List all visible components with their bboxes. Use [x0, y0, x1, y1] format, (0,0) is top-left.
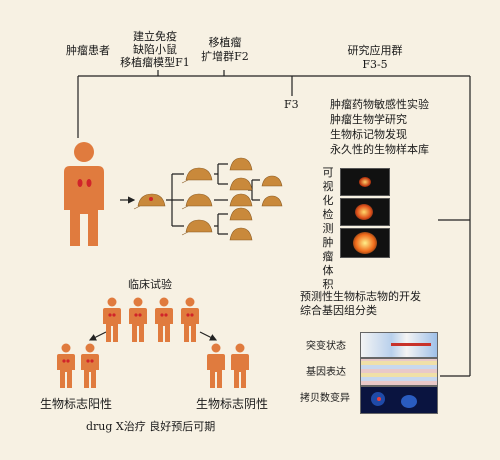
- cnv-image: [360, 386, 438, 414]
- mouse-icon: [229, 227, 253, 241]
- tumor-mark: [86, 179, 92, 187]
- expand-label-line2: 扩增群F2: [201, 50, 249, 63]
- mouse-icon: [181, 219, 213, 236]
- biomarker-title-line1: 预测性生物标志物的开发: [300, 290, 421, 303]
- patient-label: 肿瘤患者: [66, 44, 110, 57]
- application-item: 肿瘤药物敏感性实验: [330, 98, 429, 111]
- trial-person-icon: [103, 297, 121, 342]
- negative-person-icon: [207, 343, 225, 388]
- mouse-icon: [261, 175, 283, 187]
- mouse-icon: [229, 177, 253, 191]
- negative-person-icon: [231, 343, 249, 388]
- cnv-label: 拷贝数变异: [300, 393, 350, 404]
- mutation-heatmap: [360, 332, 438, 358]
- trial-person-icon: [129, 297, 147, 342]
- biomarker-title-line2: 综合基因组分类: [300, 304, 377, 317]
- mouse-icon: [261, 195, 283, 207]
- tumor-imaging-thumbnail: [340, 168, 390, 196]
- mouse-icon: [181, 167, 213, 184]
- mouse-icon: [133, 193, 166, 210]
- application-item: 永久性的生物样本库: [330, 143, 429, 156]
- application-item: 生物标记物发现: [330, 128, 407, 141]
- imaging-label: 可视化检测肿瘤体积: [322, 166, 334, 291]
- trial-person-icon: [155, 297, 173, 342]
- tumor-imaging-thumbnail: [340, 228, 390, 258]
- model-label-line3: 移植瘤模型F1: [120, 56, 190, 69]
- drug-outcome-label: drug X治疗 良好预后可期: [86, 420, 216, 433]
- tumor-mark: [77, 179, 83, 187]
- model-label-line1: 建立免疫: [133, 30, 177, 43]
- positive-person-icon: [81, 343, 99, 388]
- trial-person-icon: [181, 297, 199, 342]
- clinical-trial-title: 临床试验: [128, 278, 172, 291]
- application-item: 肿瘤生物学研究: [330, 113, 407, 126]
- expression-label: 基因表达: [306, 367, 346, 378]
- mouse-icon: [229, 193, 253, 207]
- positive-person-icon: [57, 343, 75, 388]
- mutation-label: 突变状态: [306, 341, 346, 352]
- biomarker-positive-label: 生物标志阳性: [40, 397, 113, 411]
- expand-label-line1: 移植瘤: [208, 36, 242, 49]
- research-label-line2: F3-5: [362, 58, 388, 71]
- mouse-icon: [229, 207, 253, 221]
- tumor-imaging-thumbnail: [340, 198, 390, 226]
- f3-label: F3: [284, 98, 299, 111]
- expression-heatmap: [360, 358, 438, 386]
- model-label-line2: 缺陷小鼠: [133, 43, 177, 56]
- biomarker-negative-label: 生物标志阴性: [196, 397, 269, 411]
- research-label-line1: 研究应用群: [347, 44, 403, 57]
- mouse-icon: [229, 157, 253, 171]
- mouse-icon: [181, 193, 213, 210]
